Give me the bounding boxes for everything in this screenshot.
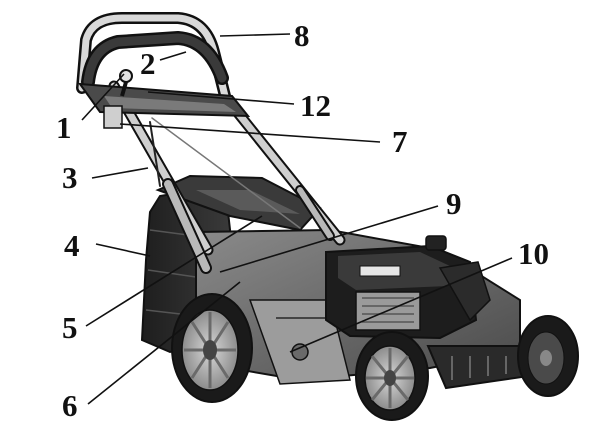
leader-8 xyxy=(219,33,291,37)
control-panel xyxy=(77,69,251,129)
leader-12 xyxy=(147,91,295,105)
callout-3: 3 xyxy=(62,160,78,195)
callout-2: 2 xyxy=(140,46,156,81)
leader-1 xyxy=(81,73,125,121)
callout-12: 12 xyxy=(300,88,331,123)
rear-wheel xyxy=(171,293,253,403)
leader-4 xyxy=(95,243,151,257)
callout-9: 9 xyxy=(446,186,462,221)
callout-6: 6 xyxy=(62,388,78,423)
leader-2 xyxy=(159,51,187,61)
front-wheel xyxy=(355,331,429,421)
upper-handle xyxy=(76,12,232,106)
callout-4: 4 xyxy=(64,228,80,263)
callout-1: 1 xyxy=(56,110,72,145)
leader-6 xyxy=(87,281,241,405)
callout-7: 7 xyxy=(392,124,408,159)
leader-5 xyxy=(85,215,263,327)
leader-lines xyxy=(81,33,513,405)
engine xyxy=(325,235,491,340)
leader-9 xyxy=(219,205,439,273)
leader-3 xyxy=(91,167,149,179)
callout-5: 5 xyxy=(62,310,78,345)
leader-10 xyxy=(289,257,513,353)
leader-7 xyxy=(119,123,381,143)
callout-8: 8 xyxy=(294,18,310,53)
far-front-wheel xyxy=(517,315,579,397)
callout-10: 10 xyxy=(518,236,549,271)
